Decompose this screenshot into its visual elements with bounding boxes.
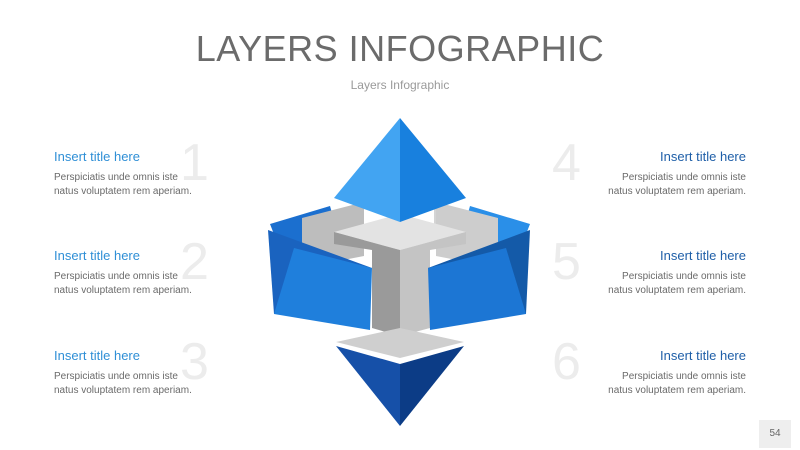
- item-body-line: Perspiciatis unde omnis iste: [622, 271, 746, 282]
- item-body-line: natus voluptatem rem aperiam.: [608, 285, 746, 296]
- pyramid-bottom-left-face: [336, 346, 400, 426]
- cube-left: [334, 232, 400, 336]
- item-body-line: Perspiciatis unde omnis iste: [54, 271, 178, 282]
- item-body-line: natus voluptatem rem aperiam.: [54, 186, 192, 197]
- item-body-line: natus voluptatem rem aperiam.: [54, 385, 192, 396]
- item-title: Insert title here: [54, 348, 140, 363]
- item-number: 2: [180, 233, 209, 291]
- item-number: 4: [552, 134, 581, 192]
- item-body-line: Perspiciatis unde omnis iste: [54, 172, 178, 183]
- item-number: 6: [552, 333, 581, 391]
- pyramid-top-left-face: [334, 118, 400, 222]
- cube-right: [400, 232, 466, 336]
- item-body-line: Perspiciatis unde omnis iste: [622, 172, 746, 183]
- list-item: 3 Insert title here Perspiciatis unde om…: [54, 336, 234, 418]
- list-item: 4 Insert title here Perspiciatis unde om…: [552, 137, 746, 219]
- slide-subtitle: Layers Infographic: [350, 78, 450, 92]
- item-body: Perspiciatis unde omnis iste natus volup…: [566, 370, 746, 398]
- pyramid-top-right-face: [400, 118, 466, 222]
- item-body: Perspiciatis unde omnis iste natus volup…: [54, 270, 234, 298]
- blue-wing-front-right: [428, 248, 526, 330]
- list-item: 2 Insert title here Perspiciatis unde om…: [54, 236, 234, 318]
- list-item: 1 Insert title here Perspiciatis unde om…: [54, 137, 234, 219]
- item-body: Perspiciatis unde omnis iste natus volup…: [566, 171, 746, 199]
- item-number: 1: [180, 134, 209, 192]
- item-title: Insert title here: [54, 248, 140, 263]
- item-number: 5: [552, 233, 581, 291]
- item-body-line: Perspiciatis unde omnis iste: [54, 371, 178, 382]
- slide-title: LAYERS INFOGRAPHIC: [195, 28, 605, 69]
- item-body: Perspiciatis unde omnis iste natus volup…: [54, 171, 234, 199]
- item-title: Insert title here: [54, 149, 140, 164]
- item-title: Insert title here: [660, 149, 746, 164]
- item-body-line: Perspiciatis unde omnis iste: [622, 371, 746, 382]
- item-title: Insert title here: [660, 348, 746, 363]
- list-item: 6 Insert title here Perspiciatis unde om…: [552, 336, 746, 418]
- item-number: 3: [180, 333, 209, 391]
- item-title: Insert title here: [660, 248, 746, 263]
- item-body-line: natus voluptatem rem aperiam.: [608, 186, 746, 197]
- item-body: Perspiciatis unde omnis iste natus volup…: [566, 270, 746, 298]
- blue-wing-front-left: [274, 248, 372, 330]
- layers-graphic: [268, 118, 530, 426]
- item-body-line: natus voluptatem rem aperiam.: [608, 385, 746, 396]
- list-item: 5 Insert title here Perspiciatis unde om…: [552, 236, 746, 318]
- item-body-line: natus voluptatem rem aperiam.: [54, 285, 192, 296]
- item-body: Perspiciatis unde omnis iste natus volup…: [54, 370, 234, 398]
- grey-plate-bottom: [336, 328, 464, 358]
- pyramid-bottom-right-face: [400, 346, 464, 426]
- page-number: 54: [759, 420, 791, 448]
